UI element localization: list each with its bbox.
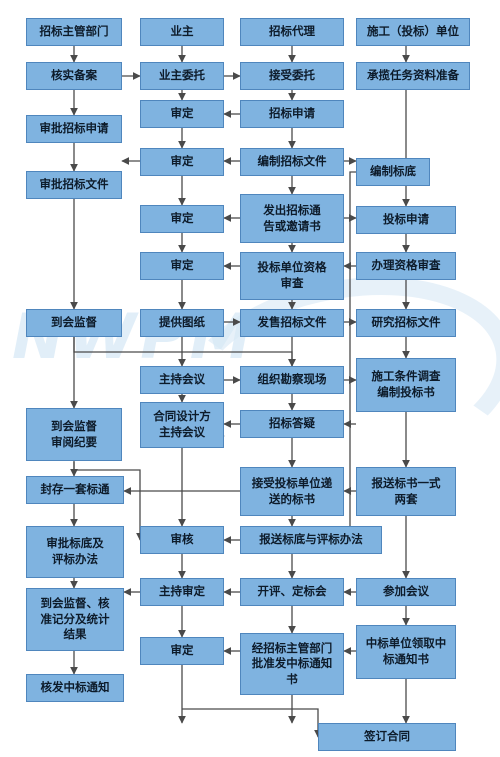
node-site-survey: 组织勘察现场 [240,366,344,394]
node-bidding-application: 招标申请 [240,100,344,128]
arrow-lines [70,46,410,738]
node-approve-4: 审定 [140,252,224,280]
node-approve-1: 审定 [140,100,224,128]
node-sell-bidding-docs: 发售招标文件 [240,309,344,337]
node-issue-notice: 发出招标通告或邀请书 [240,194,344,243]
node-approve-5: 审定 [140,637,224,665]
node-site-conditions-bid: 施工条件调查编制投标书 [356,358,456,412]
node-attend-meeting: 参加会议 [356,578,456,606]
node-host-approval: 主持审定 [140,578,224,606]
node-approve-bidding-application: 审批招标申请 [26,115,122,143]
node-bid-application: 投标申请 [356,206,456,234]
node-bidding-authority: 招标主管部门 [26,18,122,46]
node-bid-qa: 招标答疑 [240,410,344,438]
node-approve-base-price: 审批标底及评标办法 [26,526,124,578]
node-designer-host-meeting: 合同设计方主持会议 [140,402,224,448]
node-owner: 业主 [140,18,224,46]
node-prepare-bidding-docs: 编制招标文件 [240,148,344,176]
node-supervise-1: 到会监督 [26,309,122,337]
node-verify-filing: 核实备案 [26,62,122,90]
node-contractor: 施工（投标）单位 [356,18,470,46]
node-award-notice-approval: 经招标主管部门批准发中标通知书 [240,633,344,695]
node-issue-award-notice: 核发中标通知 [26,674,124,702]
node-approve-2: 审定 [140,148,224,176]
node-submit-bids: 报送标书一式两套 [356,467,456,516]
node-prepare-base-price: 编制标底 [356,158,430,186]
node-study-bidding-docs: 研究招标文件 [356,309,456,337]
node-receive-award-notice: 中标单位领取中标通知书 [356,625,456,679]
node-sign-contract: 签订合同 [318,723,456,751]
node-handle-qualification: 办理资格审查 [356,252,456,280]
node-accept-entrust: 接受委托 [240,62,344,90]
node-bidder-qualification: 投标单位资格审查 [240,252,344,300]
node-approve-bidding-docs: 审批招标文件 [26,171,122,199]
node-provide-drawings: 提供图纸 [140,309,224,337]
node-bidding-agent: 招标代理 [240,18,344,46]
node-prepare-materials: 承揽任务资料准备 [356,62,470,90]
node-bid-evaluation-meeting: 开评、定标会 [240,578,344,606]
node-supervise-review-minutes: 到会监督审阅纪要 [26,408,122,461]
node-seal-bid-copy: 封存一套标通 [26,476,124,504]
node-approve-3: 审定 [140,205,224,233]
node-host-meeting: 主持会议 [140,366,224,394]
node-owner-entrust: 业主委托 [140,62,224,90]
node-receive-bids: 接受投标单位递送的标书 [240,467,344,516]
node-supervise-scoring: 到会监督、核准记分及统计结果 [26,588,124,651]
node-submit-base-price: 报送标底与评标办法 [240,526,382,554]
node-review: 审核 [140,526,224,554]
